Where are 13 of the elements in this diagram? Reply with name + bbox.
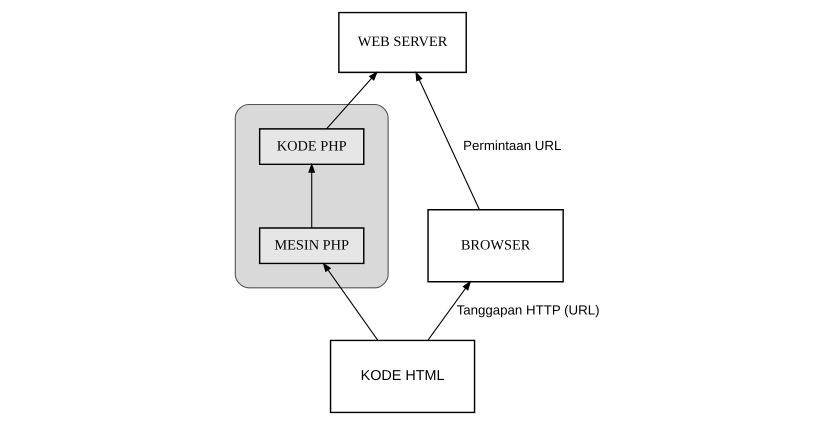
arrow (326, 71, 378, 130)
arrow (415, 71, 480, 210)
node-box: KODE HTML (330, 340, 476, 414)
cluster (234, 104, 389, 288)
node-box: BROWSER (427, 209, 564, 282)
edge-label: Tanggapan HTTP (URL) (456, 302, 600, 318)
node-box: WEB SERVER (338, 12, 467, 74)
arrow (428, 280, 472, 341)
edge-label: Permintaan URL (463, 138, 561, 154)
node-box: KODE PHP (258, 128, 364, 166)
arrow (308, 162, 316, 228)
node-box: MESIN PHP (258, 227, 364, 264)
arrow (322, 262, 378, 341)
